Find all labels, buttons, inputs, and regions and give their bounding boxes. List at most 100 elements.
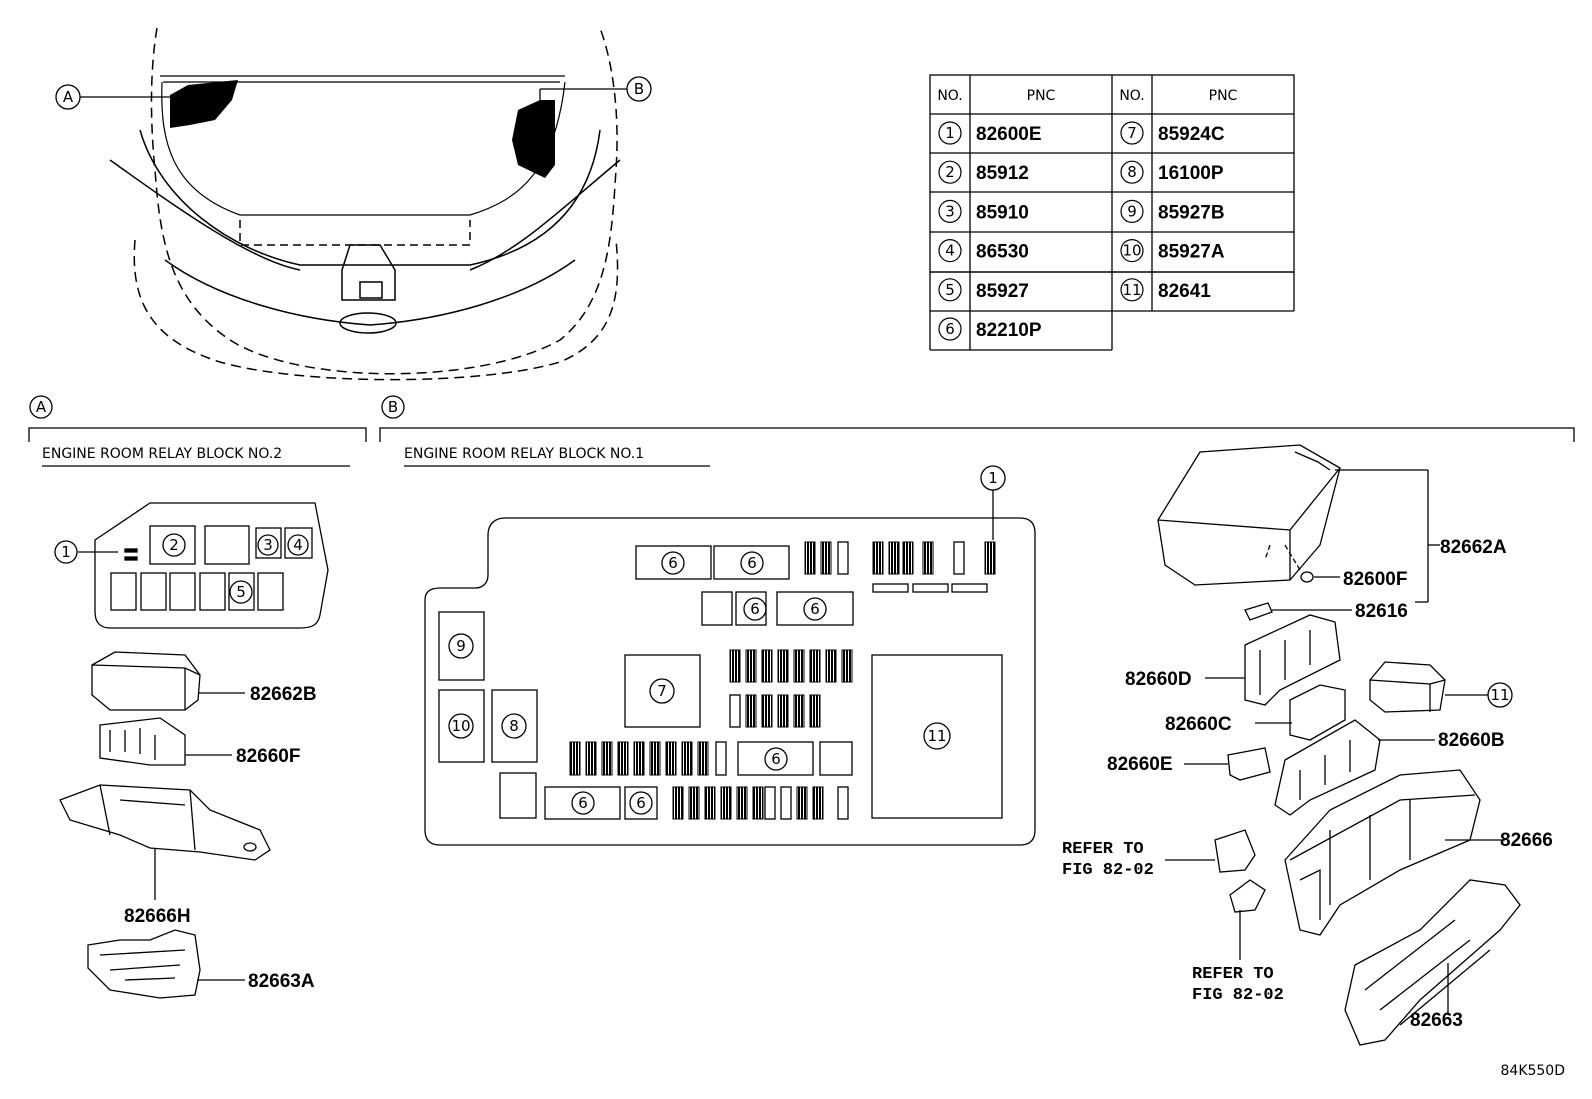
pnc-row-code: 85912	[976, 163, 1029, 184]
pnc-row-code: 82210P	[976, 320, 1042, 341]
part-label-82660d: 82660D	[1125, 669, 1192, 690]
part-label-82666: 82666	[1500, 830, 1553, 851]
callout-b: B	[539, 76, 652, 105]
fuse	[688, 786, 700, 820]
fuse	[745, 694, 757, 728]
fuse	[672, 786, 684, 820]
pnc-row-number-circle	[938, 121, 962, 145]
pnc-row-number-circle	[938, 199, 962, 223]
svg-text:4: 4	[293, 536, 303, 554]
svg-text:5: 5	[236, 583, 246, 601]
pnc-row-number: 7	[1127, 124, 1137, 142]
svg-text:PNC: PNC	[1027, 88, 1056, 104]
fuse	[888, 541, 900, 575]
svg-text:8: 8	[509, 717, 519, 735]
pnc-row-code: 85927B	[1158, 202, 1225, 223]
part-drawing-82660e	[1184, 747, 1271, 781]
svg-text:B: B	[634, 80, 644, 98]
fuse	[984, 541, 996, 575]
relay-block-no2-numbers: 1 2 3 4 5	[54, 533, 309, 604]
svg-text:1: 1	[61, 543, 71, 561]
fuse	[809, 694, 821, 728]
part-drawing-82662b	[91, 651, 245, 711]
fuse	[872, 541, 884, 575]
svg-text:11: 11	[1490, 686, 1509, 704]
fuse	[777, 694, 789, 728]
svg-text:10: 10	[451, 717, 470, 735]
part-label-82616: 82616	[1355, 601, 1408, 622]
part-drawing-82666h	[59, 784, 271, 900]
relay-block-b-location	[512, 100, 555, 178]
fuse	[752, 786, 764, 820]
callout-11-part: 11	[1487, 682, 1513, 708]
fuse	[736, 786, 748, 820]
svg-text:6: 6	[810, 600, 820, 618]
fuse	[569, 741, 581, 776]
svg-text:NO.: NO.	[1119, 88, 1144, 104]
part-drawing-82660f	[99, 717, 232, 766]
part-label-82660b: 82660B	[1438, 730, 1505, 751]
fuse	[820, 541, 832, 575]
pnc-row-number: 9	[1127, 202, 1137, 220]
svg-text:7: 7	[657, 682, 667, 700]
refer-note-1-line1: REFER TO	[1062, 840, 1144, 859]
pnc-row-number: 8	[1127, 163, 1137, 181]
vehicle-front-view	[109, 27, 621, 381]
fuse	[777, 649, 789, 683]
fuse	[793, 649, 805, 683]
fuse	[745, 649, 757, 683]
fuse	[761, 649, 773, 683]
pnc-row-number: 3	[945, 202, 955, 220]
fuse	[665, 741, 677, 776]
fuse	[585, 741, 597, 776]
fuse	[704, 786, 716, 820]
pnc-row-code: 85924C	[1158, 124, 1225, 145]
fuse	[841, 649, 853, 683]
pnc-row-number-circle	[1120, 160, 1144, 184]
svg-text:2: 2	[169, 536, 179, 554]
part-label-82663: 82663	[1410, 1010, 1463, 1031]
svg-text:NO.: NO.	[937, 88, 962, 104]
part-label-82666h: 82666H	[124, 906, 191, 927]
pnc-row-number-circle	[938, 317, 962, 341]
pnc-row-number-circle	[1120, 121, 1144, 145]
section-b-title: ENGINE ROOM RELAY BLOCK NO.1	[404, 446, 644, 462]
svg-text:6: 6	[771, 750, 781, 768]
figure-code: 84K550D	[1501, 1063, 1566, 1079]
pnc-row-code: 16100P	[1158, 163, 1224, 184]
fuse	[697, 741, 709, 776]
relay-block-a-location	[170, 80, 238, 128]
pnc-row-number: 11	[1122, 281, 1141, 299]
pnc-row-code: 85927	[976, 281, 1029, 302]
svg-text:11: 11	[927, 727, 946, 745]
pnc-row-number: 5	[945, 281, 955, 299]
pnc-row-number: 2	[945, 163, 955, 181]
pnc-row-number-circle	[1120, 239, 1144, 263]
pnc-row-number-circle	[938, 278, 962, 302]
fuse	[793, 694, 805, 728]
fuse	[825, 649, 837, 683]
svg-text:A: A	[36, 398, 47, 416]
fuse	[601, 741, 613, 776]
pnc-row-number-circle	[1120, 199, 1144, 223]
svg-text:9: 9	[456, 637, 466, 655]
fuse	[761, 694, 773, 728]
fuse	[729, 649, 741, 683]
part-label-82662b: 82662B	[250, 684, 317, 705]
svg-text:3: 3	[263, 536, 273, 554]
svg-text:6: 6	[636, 794, 646, 812]
fuse	[649, 741, 661, 776]
pnc-row-code: 85927A	[1158, 242, 1225, 263]
fuse	[812, 786, 824, 820]
pnc-row-number: 10	[1122, 242, 1141, 260]
part-label-82660e: 82660E	[1107, 754, 1173, 775]
fuse	[681, 741, 693, 776]
svg-text:PNC: PNC	[1209, 88, 1238, 104]
part-drawing-82662a	[1157, 444, 1440, 621]
relay-block-no1-layout	[424, 517, 1036, 846]
part-label-82660c: 82660C	[1165, 714, 1232, 735]
fuse	[922, 541, 934, 575]
svg-text:6: 6	[747, 554, 757, 572]
pnc-row-number-circle	[938, 160, 962, 184]
fuse	[633, 741, 645, 776]
